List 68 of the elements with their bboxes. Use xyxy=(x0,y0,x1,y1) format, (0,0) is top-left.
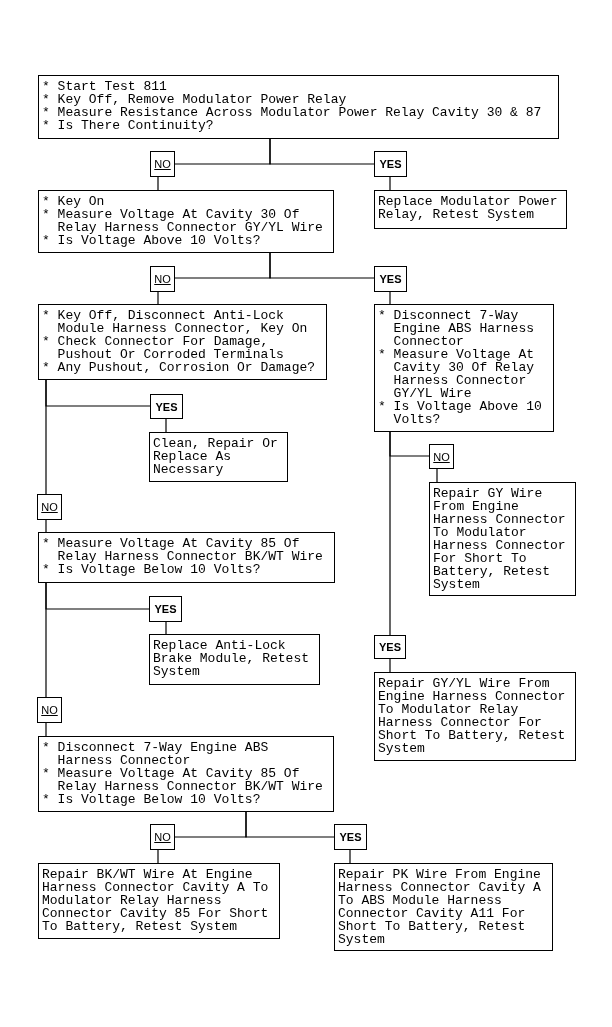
test-step-box xyxy=(38,736,334,812)
connector-line xyxy=(389,291,391,305)
branch-tag: NO xyxy=(150,151,175,177)
test-step-box xyxy=(38,532,335,583)
repair-action-box xyxy=(334,863,553,951)
action-text: Repair GY Wire From Engine Harness Connector To Modulator Harness Connector For Short To Battery, Retest System xyxy=(433,487,567,591)
connector-line xyxy=(349,849,351,864)
action-text: Repair BK/WT Wire At Engine Harness Connector Cavity A To Modulator Relay Harness Connector Cavity 85 For Short To Battery, Retest System xyxy=(42,868,270,933)
instruction-text: * Key Off, Disconnect Anti-Lock Module Harness Connector, Key On xyxy=(42,309,309,335)
test-step-box xyxy=(374,304,554,432)
connector-line xyxy=(269,252,375,279)
repair-action-box xyxy=(374,190,567,229)
instruction-text: * Measure Voltage At Cavity 30 Of Relay Harness Connector GY/YL Wire xyxy=(42,208,324,234)
connector-line xyxy=(269,138,375,165)
instruction-text: * Measure Voltage At Cavity 30 Of Relay Harness Connector GY/YL Wire xyxy=(378,348,536,400)
connector-line xyxy=(165,621,167,635)
branch-tag: YES xyxy=(150,394,183,419)
instruction-text: * Measure Resistance Across Modulator Power Relay Cavity 30 & 87 xyxy=(42,106,543,119)
action-text: Clean, Repair Or Replace As Necessary xyxy=(153,437,279,476)
connector-line xyxy=(45,722,47,737)
action-text: Repair PK Wire From Engine Harness Connector Cavity A To ABS Module Harness Connector Cavity A11 For Short To Battery, Retest System xyxy=(338,868,542,946)
branch-tag: NO xyxy=(37,494,62,520)
instruction-text: * Is Voltage Above 10 Volts? xyxy=(42,234,262,247)
action-text: Replace Modulator Power Relay, Retest System xyxy=(378,195,559,221)
repair-action-box xyxy=(429,482,576,596)
repair-action-box xyxy=(149,432,288,482)
repair-action-box xyxy=(374,672,576,761)
instruction-text: * Is Voltage Below 10 Volts? xyxy=(42,563,262,576)
branch-tag: YES xyxy=(374,151,407,177)
connector-line xyxy=(157,849,159,864)
instruction-text: * Measure Voltage At Cavity 85 Of Relay Harness Connector BK/WT Wire xyxy=(42,767,324,793)
test-step-box xyxy=(38,75,559,139)
branch-tag: NO xyxy=(37,697,62,723)
repair-action-box xyxy=(149,634,320,685)
instruction-text: * Measure Voltage At Cavity 85 Of Relay Harness Connector BK/WT Wire xyxy=(42,537,324,563)
branch-tag: NO xyxy=(429,444,454,469)
instruction-text: * Disconnect 7-Way Engine ABS Harness Connector xyxy=(42,741,270,767)
connector-line xyxy=(45,582,47,698)
instruction-text: * Check Connector For Damage, Pushout Or Corroded Terminals xyxy=(42,335,285,361)
instruction-text: * Is Voltage Below 10 Volts? xyxy=(42,793,262,806)
connector-line xyxy=(45,379,47,495)
branch-tag: NO xyxy=(150,824,175,850)
connector-line xyxy=(245,811,335,838)
instruction-text: * Is There Continuity? xyxy=(42,119,215,132)
connector-line xyxy=(165,418,167,433)
action-text: Repair GY/YL Wire From Engine Harness Connector To Modulator Relay Harness Connector For Short To Battery, Retest System xyxy=(378,677,567,755)
connector-line xyxy=(157,176,159,191)
connector-line xyxy=(389,431,391,636)
instruction-text: * Key On xyxy=(42,195,106,208)
connector-line xyxy=(157,291,159,305)
branch-tag: YES xyxy=(334,824,367,850)
test-step-box xyxy=(38,304,327,380)
connector-line xyxy=(389,176,391,191)
branch-tag: YES xyxy=(374,635,406,659)
instruction-text: * Any Pushout, Corrosion Or Damage? xyxy=(42,361,317,374)
instruction-text: * Is Voltage Above 10 Volts? xyxy=(378,400,543,426)
test-step-box xyxy=(38,190,334,253)
branch-tag: NO xyxy=(150,266,175,292)
connector-line xyxy=(389,658,391,673)
instruction-text: * Key Off, Remove Modulator Power Relay xyxy=(42,93,348,106)
repair-action-box xyxy=(38,863,280,939)
branch-tag: YES xyxy=(149,596,182,622)
action-text: Replace Anti-Lock Brake Module, Retest System xyxy=(153,639,311,678)
connector-line xyxy=(45,519,47,533)
instruction-text: * Disconnect 7-Way Engine ABS Harness Connector xyxy=(378,309,536,348)
connector-line xyxy=(436,468,438,483)
branch-tag: YES xyxy=(374,266,407,292)
instruction-text: * Start Test 811 xyxy=(42,80,168,93)
